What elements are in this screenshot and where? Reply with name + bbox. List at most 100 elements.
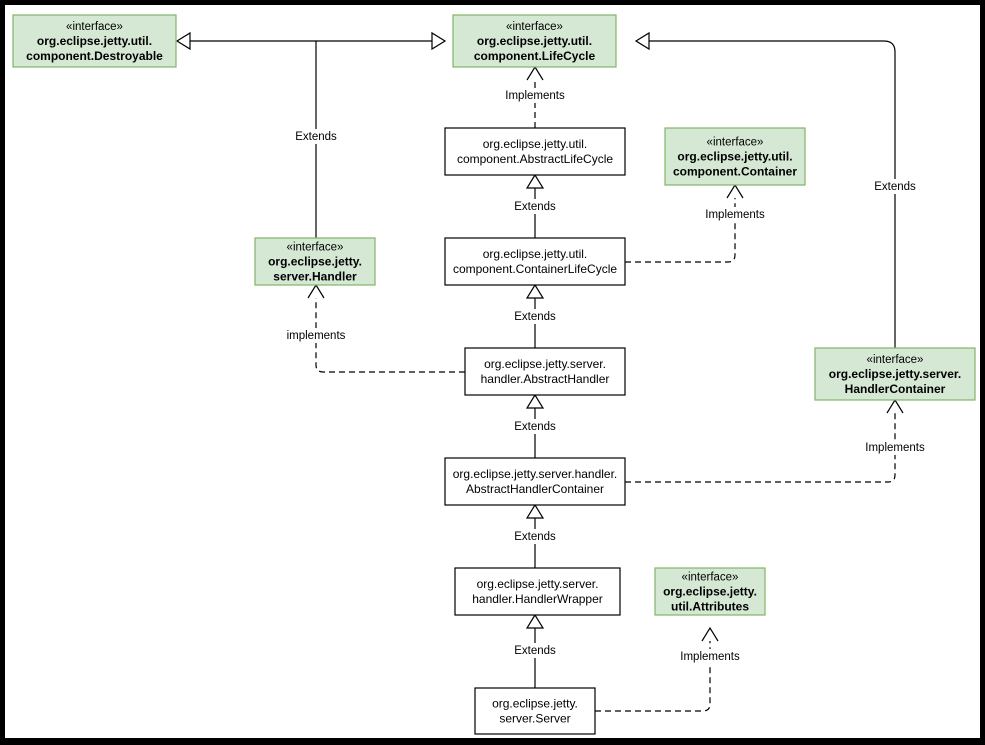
edge-label-handlercontainer-extends-lifecycle: Extends [874,181,916,193]
node-stereotype: «interface» [682,572,739,584]
node-title-line-2: HandlerContainer [845,382,946,396]
node-title-line-1: org.eclipse.jetty. [663,585,757,599]
node-box[interactable] [654,567,766,616]
edge-label-containerlifecycle-extends-abstractlifecycle: Extends [514,201,556,213]
edge-handlercontainer-extends-lifecycle [634,31,896,348]
generalization-triangle-icon [525,393,545,409]
node-title-line-2: component.LifeCycle [474,49,596,63]
edge-path [625,413,896,483]
edge-label-abstracthandler-extends-containerlifecycle: Extends [514,311,556,323]
node-title-line-2: component.AbstractLifeCycle [457,152,613,166]
generalization-triangle-icon [525,503,545,519]
node-box[interactable] [254,237,376,286]
node-box[interactable] [664,127,806,186]
edge-path [625,198,736,263]
node-box[interactable] [444,457,626,506]
edge-handler-extends-lifecycle [316,31,447,51]
edge-label-containerlifecycle-implements-container: Implements [705,209,765,221]
node-title-line-2: handler.HandlerWrapper [472,592,603,606]
node-title-line-1: org.eclipse.jetty.server.handler. [453,467,618,481]
edge-label-backdrop [510,309,560,324]
node-title-line-1: org.eclipse.jetty. [492,697,578,711]
class-node-handler[interactable]: «interface»org.eclipse.jetty.server.Hand… [254,237,376,286]
open-arrow-icon [526,65,544,81]
class-node-destroyable[interactable]: «interface»org.eclipse.jetty.util.compon… [12,14,177,68]
edge-label-abstracthandler-implements-handler: implements [287,330,346,342]
node-box[interactable] [454,567,621,616]
class-node-abstracthandlercontainer[interactable]: org.eclipse.jetty.server.handler.Abstrac… [444,457,626,506]
generalization-triangle-icon [431,31,447,51]
edge-label-backdrop [870,179,920,194]
edge-path [315,298,465,373]
class-node-containerlifecycle[interactable]: org.eclipse.jetty.util.component.Contain… [444,237,626,286]
edge-label-backdrop [501,88,569,103]
generalization-triangle-icon [525,283,545,299]
node-title-line-1: org.eclipse.jetty. [268,255,362,269]
edge-abstracthandlercontainer-implements-handlercontainer [625,398,904,483]
class-node-handlercontainer[interactable]: «interface»org.eclipse.jetty.server.Hand… [814,347,976,401]
class-node-attributes[interactable]: «interface»org.eclipse.jetty.util.Attrib… [654,567,766,616]
node-title-line-2: handler.AbstractHandler [481,372,610,386]
node-stereotype: «interface» [506,21,563,33]
node-stereotype: «interface» [707,137,764,149]
node-title-line-2: component.Destroyable [26,49,163,63]
node-box[interactable] [474,687,596,735]
edge-containerlifecycle-implements-container [625,183,744,263]
class-node-lifecycle[interactable]: «interface»org.eclipse.jetty.util.compon… [452,14,617,68]
edge-label-backdrop [510,529,560,544]
edge-label-backdrop [676,649,744,664]
edge-label-backdrop [510,199,560,214]
node-title-line-2: component.Container [673,165,797,179]
node-title-line-2: component.ContainerLifeCycle [453,262,617,276]
open-arrow-icon [886,398,904,414]
edge-label-handler-extends-destroyable: Extends [295,131,337,143]
edge-label-backdrop [282,328,350,343]
class-node-handlerwrapper[interactable]: org.eclipse.jetty.server.handler.Handler… [454,567,621,616]
edge-label-abstractlifecycle-implements-lifecycle: Implements [505,90,565,102]
generalization-triangle-icon [525,613,545,629]
class-node-abstracthandler[interactable]: org.eclipse.jetty.server.handler.Abstrac… [464,347,626,396]
edge-label-backdrop [291,129,341,144]
edge-label-backdrop [861,440,929,455]
node-title-line-2: AbstractHandlerContainer [466,482,604,496]
edge-label-backdrop [510,419,560,434]
edge-label-abstracthandlercontainer-implements-handlercontainer: Implements [865,442,925,454]
node-title-line-2: util.Attributes [671,600,749,614]
node-title-line-1: org.eclipse.jetty.server. [477,577,599,591]
edge-label-handlerwrapper-extends-abstracthandlercontainer: Extends [514,531,556,543]
node-title-line-1: org.eclipse.jetty.util. [677,150,792,164]
edge-label-server-extends-handlerwrapper: Extends [514,645,556,657]
node-stereotype: «interface» [867,354,924,366]
edge-label-backdrop [510,643,560,658]
generalization-triangle-icon [525,173,545,189]
class-node-server[interactable]: org.eclipse.jetty.server.Server [474,687,596,735]
node-box[interactable] [12,14,177,68]
node-title-line-1: org.eclipse.jetty.util. [483,137,588,151]
node-title-line-2: server.Server [499,712,570,726]
nodes-layer: «interface»org.eclipse.jetty.util.compon… [12,14,976,735]
open-arrow-icon [726,183,744,199]
edge-labels-layer: ExtendsImplementsExtendsImplementsExtend… [282,88,929,664]
edge-label-server-implements-attributes: Implements [680,651,740,663]
node-title-line-1: org.eclipse.jetty.util. [483,247,588,261]
edge-label-backdrop [701,207,769,222]
node-box[interactable] [452,14,617,68]
node-stereotype: «interface» [66,21,123,33]
open-arrow-icon [701,626,719,642]
node-title-line-1: org.eclipse.jetty.server. [829,367,962,381]
edge-path [649,40,896,348]
node-box[interactable] [464,347,626,396]
node-box[interactable] [814,347,976,401]
node-title-line-2: server.Handler [273,270,357,284]
node-box[interactable] [444,127,626,176]
edge-label-abstracthandlercontainer-extends-abstracthandler: Extends [514,421,556,433]
generalization-triangle-icon [634,31,650,51]
node-title-line-1: org.eclipse.jetty.server. [484,357,606,371]
class-node-abstractlifecycle[interactable]: org.eclipse.jetty.util.component.Abstrac… [444,127,626,176]
class-node-container[interactable]: «interface»org.eclipse.jetty.util.compon… [664,127,806,186]
open-arrow-icon [307,283,325,299]
edge-path [595,641,711,712]
node-box[interactable] [444,237,626,286]
